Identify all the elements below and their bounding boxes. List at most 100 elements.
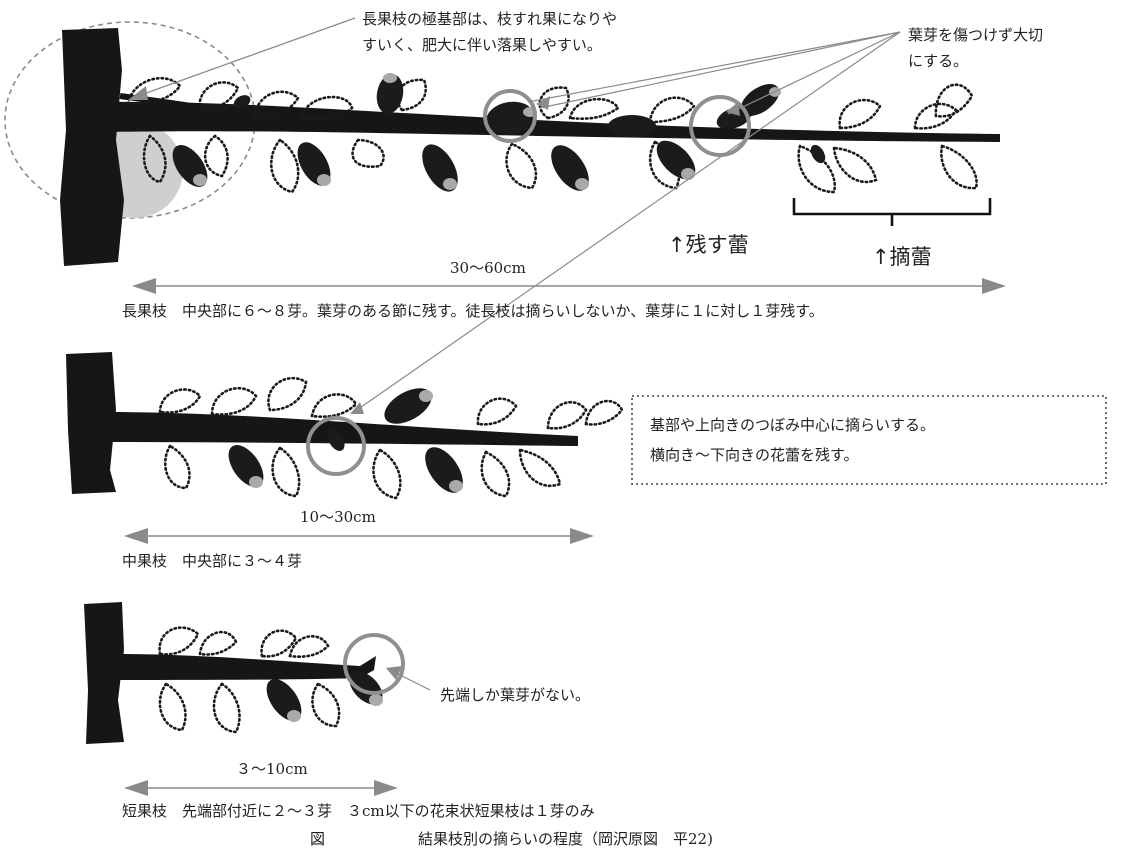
flower-bud [384, 388, 433, 424]
short-length-dimension [124, 780, 398, 796]
leaf-bud-outline [648, 96, 696, 124]
short-branch-illustration [84, 602, 431, 744]
leaf-bud-outline [934, 83, 974, 118]
flower-bud [422, 144, 458, 192]
base-note-line2: すいく、肥大に伴い落果しやすい。 [362, 36, 602, 54]
middle-branch-illustration [66, 352, 624, 500]
leaf-bud-outline [288, 635, 330, 658]
base-note-pointer [137, 17, 356, 97]
leaf-bud-outline [480, 450, 511, 498]
leaf-bud-outline [270, 138, 300, 194]
keep-bud-label: ↑残す蕾 [668, 233, 749, 257]
leaf-bud-outline [158, 388, 202, 414]
leaf-bud-outline [158, 626, 200, 656]
guidance-line1: 基部や上向きのつぼみ中心に摘らいする。 [650, 416, 935, 434]
flower-bud [425, 447, 463, 493]
leaf-bud-outline [546, 400, 588, 430]
flower-bud [172, 144, 208, 188]
leaf-bud-outline [158, 682, 187, 732]
guidance-line2: 横向き～下向きの花蕾を残す。 [650, 446, 859, 464]
leaf-bud-outline [163, 444, 191, 490]
leaf-bud-highlight-ring [343, 633, 405, 695]
leaf-note-line1: 葉芽を傷つけず大切 [908, 26, 1043, 44]
leaf-note-line2: にする。 [908, 52, 968, 70]
middle-length-dimension [124, 528, 594, 544]
leaf-bud-outline [142, 134, 167, 184]
leaf-bud-outline [505, 142, 538, 190]
long-shoot [110, 101, 1000, 142]
flower-bud [233, 95, 251, 109]
middle-length-label: 10～30cm [300, 508, 376, 526]
leaf-bud-outline [940, 144, 978, 190]
short-length-label: ３～10cm [236, 760, 308, 778]
leaf-bud-outline [838, 98, 882, 130]
long-length-label: 30～60cm [450, 259, 526, 277]
long-length-dimension [132, 278, 1006, 294]
leaf-bud-outline [518, 448, 562, 487]
thinning-range-bracket [792, 198, 992, 226]
annotation-arrows [128, 17, 901, 414]
figure-title: 結果枝別の摘らいの程度（岡沢原図 平22) [418, 830, 713, 848]
middle-branch-caption: 中果枝 中央部に３～４芽 [122, 552, 302, 570]
main-trunk-middle [66, 352, 116, 494]
leaf-bud-outline [204, 134, 229, 178]
leaf-bud-outline [267, 376, 308, 412]
flower-bud [551, 145, 589, 191]
leaf-bud-outline [198, 81, 240, 112]
main-trunk-short [84, 602, 124, 744]
leaf-bud-outline [476, 397, 518, 426]
flower-bud [228, 444, 264, 488]
thin-bud-label: ↑摘蕾 [872, 245, 932, 269]
leaf-bud-outline [253, 90, 300, 120]
main-trunk-long [60, 28, 124, 266]
leaf-bud-outline [298, 95, 354, 121]
flower-bud [297, 142, 331, 186]
long-branch-illustration [4, 21, 1000, 266]
short-branch-caption: 短果枝 先端部付近に２～３芽 ３cm以下の花束状短果枝は１芽のみ [122, 802, 595, 820]
leaf-bud-outline [126, 76, 182, 106]
tip-note-pointer [393, 671, 431, 691]
thinning-guidance-box [631, 395, 1107, 485]
leaf-bud-outline [584, 399, 624, 426]
flower-bud [349, 671, 383, 706]
leaf-bud-outline [538, 86, 570, 120]
leaf-note-pointer [353, 31, 901, 413]
flower-bud [266, 678, 302, 722]
leaf-bud-highlight-ring [306, 416, 366, 476]
leaf-bud-outline [832, 146, 878, 184]
arrowhead [350, 402, 364, 414]
leaf-bud-outline [568, 97, 620, 120]
leaf-bud-outline [311, 682, 341, 728]
leaf-bud-highlight-ring [483, 89, 537, 143]
leaf-bud-outline [212, 682, 241, 734]
leaf-bud-outline [913, 102, 958, 130]
leaf-bud-highlight-ring [689, 95, 751, 157]
flower-bud [608, 115, 656, 137]
long-shoot-base-spur [119, 93, 251, 119]
leaf-bud-outline [210, 386, 258, 416]
base-note-line1: 長果枝の極基部は、枝すれ果になりや [362, 10, 617, 28]
arrowhead [726, 102, 740, 116]
figure-label: 図 [310, 830, 325, 848]
arrowhead [386, 666, 402, 680]
middle-shoot [108, 412, 578, 446]
arrowhead [128, 86, 148, 100]
flower-bud [810, 144, 826, 164]
flower-bud [716, 106, 752, 130]
leaf-note-pointer [727, 31, 901, 115]
long-branch-caption: 長果枝 中央部に６～８芽。葉芽のある節に残す。徒長枝は摘らいしないか、葉芽に１に… [122, 302, 824, 320]
leaf-note-pointer [539, 31, 901, 109]
flower-bud [376, 73, 404, 114]
leaf-bud-outline [310, 393, 358, 418]
leaf-bud-outline [198, 630, 238, 656]
leaf-bud-outline [351, 138, 385, 168]
flower-bud [327, 429, 345, 451]
arrowhead [536, 96, 550, 110]
leaf-bud-outline [260, 629, 298, 658]
leaf-bud-outline [372, 448, 402, 500]
short-shoot [118, 654, 376, 680]
leaf-note-pointer [527, 31, 901, 103]
leaf-bud-outline [271, 446, 301, 498]
tip-note: 先端しか葉芽がない。 [440, 686, 590, 704]
